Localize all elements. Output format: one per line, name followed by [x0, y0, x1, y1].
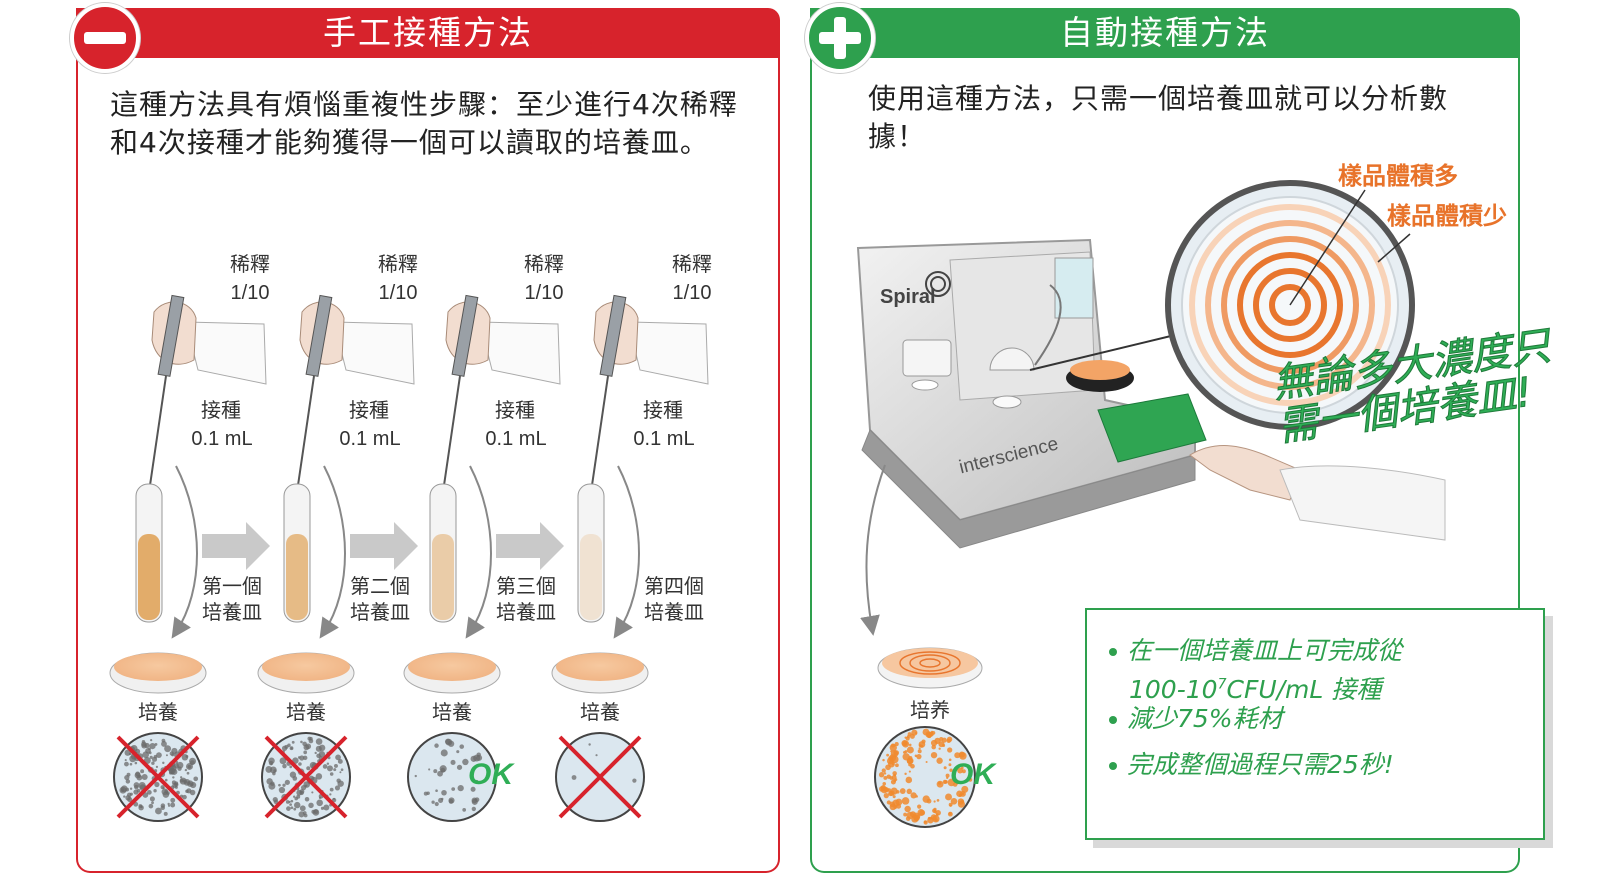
- dilution-label: 稀釋: [378, 254, 418, 276]
- inoculate-volume: 0.1 mL: [633, 428, 695, 450]
- auto-petri-dish: [877, 647, 983, 689]
- plate-number-label: 第一個 培養皿: [202, 576, 262, 624]
- inoculate-volume: 0.1 mL: [191, 428, 253, 450]
- minus-icon: [70, 3, 140, 73]
- benefits-box: 在一個培養皿上可完成從 100-107CFU/mL 接種 減少75%耗材 完成整…: [1085, 608, 1545, 840]
- inoculate-label: 接種: [201, 400, 241, 422]
- auto-method-panel: [810, 56, 1520, 873]
- machine-brand-label: Spiral: [880, 286, 936, 308]
- dilution-ratio: 1/10: [378, 282, 418, 304]
- dilution-label: 稀釋: [230, 254, 270, 276]
- manual-intro-text: 這種方法具有煩惱重複性步驟：至少進行4次稀釋和4次接種才能夠獲得一個可以讀取的培…: [110, 88, 738, 159]
- spiral-dish-zoom: [1165, 180, 1415, 430]
- inoculate-label: 接種: [495, 400, 535, 422]
- dilution-ratio: 1/10: [230, 282, 270, 304]
- benefit-item-1: 在一個培養皿上可完成從 100-107CFU/mL 接種: [1109, 634, 1402, 707]
- manual-step-3: [403, 294, 564, 822]
- manual-method-banner: 手工接種方法: [76, 8, 780, 58]
- auto-method-banner: 自動接種方法: [810, 8, 1520, 58]
- dilution-label: 稀釋: [524, 254, 564, 276]
- callout-low-volume: 樣品體積少: [1387, 202, 1507, 230]
- inoculate-label: 接種: [349, 400, 389, 422]
- dilution-ratio: 1/10: [672, 282, 712, 304]
- inoculate-label: 接種: [643, 400, 683, 422]
- auto-result-plate: [874, 726, 976, 828]
- dilution-label: 稀釋: [672, 254, 712, 276]
- plate-number-label: 第三個 培養皿: [496, 576, 556, 624]
- ok-label: OK: [468, 758, 513, 791]
- inoculate-volume: 0.1 mL: [485, 428, 547, 450]
- culture-label: 培養: [286, 702, 326, 724]
- culture-label: 培養: [432, 702, 472, 724]
- benefit-item-2: 減少75%耗材: [1109, 702, 1283, 736]
- auto-culture-label: 培养: [910, 700, 950, 722]
- auto-ok-label: OK: [950, 758, 995, 791]
- plate-number-label: 第二個 培養皿: [350, 576, 410, 624]
- spiral-plater-machine: [856, 238, 1446, 549]
- plus-icon: [805, 3, 875, 73]
- callout-high-volume: 樣品體積多: [1338, 162, 1458, 190]
- auto-intro-text: 使用這種方法，只需一個培養皿就可以分析數據！: [868, 82, 1449, 153]
- dilution-ratio: 1/10: [524, 282, 564, 304]
- manual-step-4: [551, 294, 709, 822]
- benefit-item-3: 完成整個過程只需25秒!: [1109, 748, 1394, 782]
- manual-method-panel: [76, 56, 780, 873]
- culture-label: 培養: [138, 702, 178, 724]
- manual-step-1: [109, 294, 270, 822]
- culture-label: 培養: [580, 702, 620, 724]
- inoculate-volume: 0.1 mL: [339, 428, 401, 450]
- plate-number-label: 第四個 培養皿: [644, 576, 704, 624]
- manual-step-2: [257, 294, 418, 822]
